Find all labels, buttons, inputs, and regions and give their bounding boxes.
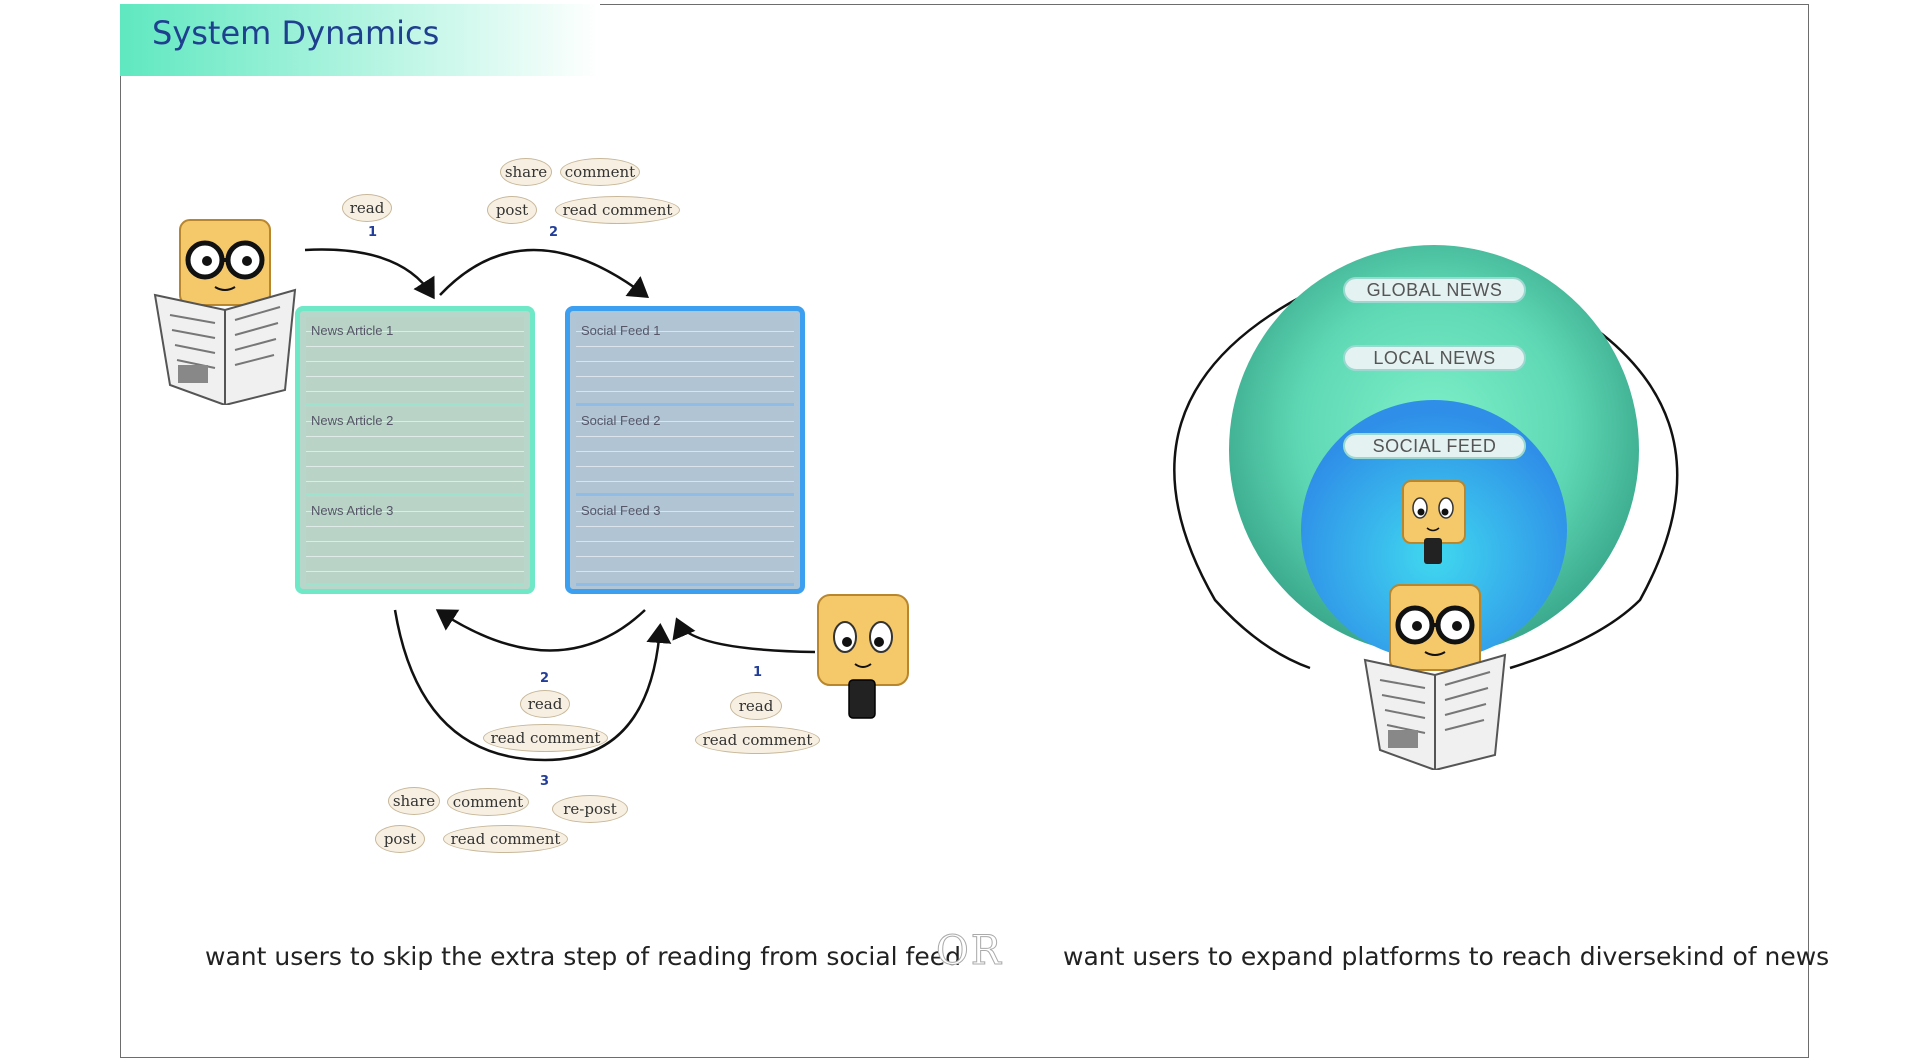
action-pill-post-bottom3: post: [375, 825, 425, 853]
news-article-label: News Article 1: [311, 323, 394, 338]
social-feed-card[interactable]: Social Feed 2: [576, 407, 794, 496]
arrow-news-to-social: [439, 248, 650, 298]
arrow-news-loop: [393, 609, 672, 762]
ring-label-social-feed: SOCIAL FEED: [1343, 433, 1526, 459]
action-pill-read-comment-bottom1: read comment: [695, 726, 820, 754]
arc-outer-right: [1509, 290, 1679, 670]
ring-label-global-news: GLOBAL NEWS: [1343, 277, 1526, 303]
step-number-bottom-1: 1: [753, 665, 763, 680]
action-pill-share-top: share: [500, 158, 552, 186]
or-separator: OR: [936, 928, 1003, 975]
social-feed-panel: Social Feed 1 Social Feed 2 Social Feed …: [565, 306, 805, 594]
action-pill-post-top: post: [487, 196, 537, 224]
action-pill-read-comment-bottom2: read comment: [483, 724, 608, 752]
social-feed-card[interactable]: Social Feed 1: [576, 317, 794, 406]
news-article-card[interactable]: News Article 3: [306, 497, 524, 586]
circle-newspaper-reader-character: [1363, 584, 1507, 770]
action-pill-share-bottom3: share: [388, 787, 440, 815]
right-caption: want users to expand platforms to reach …: [1063, 942, 1830, 971]
news-article-card[interactable]: News Article 2: [306, 407, 524, 496]
ring-label-local-news: LOCAL NEWS: [1343, 345, 1526, 371]
arc-outer-left: [1173, 290, 1311, 670]
step-number-top-1: 1: [368, 225, 378, 240]
step-number-bottom-2: 2: [540, 671, 550, 686]
step-number-top-2: 2: [549, 225, 559, 240]
action-pill-read-bottom2: read: [520, 690, 570, 718]
action-pill-read-bottom1: read: [730, 692, 782, 720]
small-phone-user-character: [1402, 480, 1466, 564]
action-pill-comment-bottom3: comment: [447, 788, 529, 816]
news-article-card[interactable]: News Article 1: [306, 317, 524, 406]
action-pill-read-top: read: [342, 194, 392, 222]
social-feed-card[interactable]: Social Feed 3: [576, 497, 794, 586]
action-pill-comment-top: comment: [560, 158, 640, 186]
slide-title: System Dynamics: [152, 14, 440, 52]
social-feed-label: Social Feed 2: [581, 413, 661, 428]
social-feed-label: Social Feed 1: [581, 323, 661, 338]
news-articles-panel: News Article 1 News Article 2 News Artic…: [295, 306, 535, 594]
arrow-reader-to-news: [304, 248, 435, 300]
arrow-phone-to-social: [672, 617, 816, 654]
newspaper-reader-character: [153, 219, 297, 405]
action-pill-repost-bottom3: re-post: [552, 795, 628, 823]
news-article-label: News Article 3: [311, 503, 394, 518]
left-caption: want users to skip the extra step of rea…: [205, 942, 961, 971]
social-feed-label: Social Feed 3: [581, 503, 661, 518]
step-number-bottom-3: 3: [540, 774, 550, 789]
action-pill-read-comment-bottom3: read comment: [443, 825, 568, 853]
news-article-label: News Article 2: [311, 413, 394, 428]
arrow-social-to-news: [435, 609, 646, 652]
title-band: [120, 4, 600, 76]
action-pill-read-comment-top: read comment: [555, 196, 680, 224]
phone-user-character: [817, 594, 909, 719]
